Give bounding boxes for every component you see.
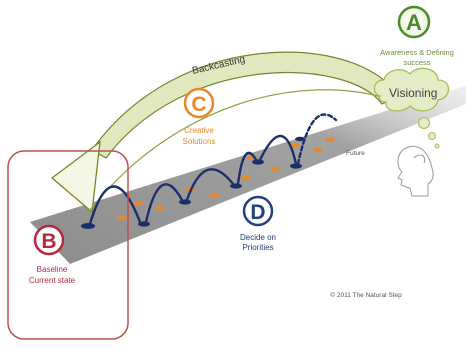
backcasting-arrow — [50, 51, 399, 214]
step-arc — [258, 134, 298, 166]
orange-dot — [155, 205, 165, 211]
step-c-badge: C — [183, 87, 215, 119]
step-a-label-line2: success — [403, 58, 430, 67]
orange-dot — [133, 200, 143, 206]
step-d-label-line1: Decide on — [240, 233, 276, 242]
orange-dot — [117, 215, 127, 221]
navy-step-dot — [295, 136, 305, 142]
svg-text:D: D — [250, 201, 265, 224]
navy-step-dot — [138, 221, 150, 227]
step-b-badge: B — [33, 224, 65, 256]
step-c-label-line2: Solutions — [183, 137, 216, 146]
orange-dot — [313, 147, 323, 153]
baseline-box — [7, 150, 129, 340]
copyright-notice: © 2011 The Natural Step — [330, 291, 402, 299]
orange-dot — [290, 142, 300, 148]
step-a-badge: A — [397, 5, 431, 39]
orange-dot — [270, 166, 280, 172]
visioning-cloud: Visioning — [373, 67, 450, 149]
step-arc — [236, 151, 258, 186]
svg-text:C: C — [191, 93, 206, 116]
step-arcs — [88, 113, 338, 226]
orange-dot — [241, 175, 251, 181]
step-d-badge: D — [242, 195, 274, 227]
future-arc — [296, 113, 338, 166]
step-b-label-line1: Baseline — [37, 265, 68, 274]
navy-step-dot — [81, 223, 95, 229]
future-label: Future — [346, 150, 365, 157]
backcasting-line — [85, 89, 393, 216]
orange-dot — [209, 192, 219, 198]
navy-step-dot — [290, 163, 302, 169]
step-b-label-line2: Current state — [29, 276, 76, 285]
thinking-head-icon — [397, 145, 434, 197]
svg-text:A: A — [406, 10, 422, 35]
navy-step-dot — [252, 159, 264, 165]
step-arc — [185, 168, 235, 202]
step-d-label-line2: Priorities — [242, 243, 273, 252]
step-arc — [144, 183, 184, 224]
step-arc — [88, 185, 142, 226]
orange-dot — [325, 137, 335, 143]
step-c-label-line1: Creative — [184, 126, 214, 135]
svg-text:B: B — [41, 230, 56, 253]
visioning-label: Visioning — [389, 86, 437, 100]
orange-dots — [117, 137, 335, 221]
step-a-label-line1: Awareness & Defining — [380, 48, 454, 57]
